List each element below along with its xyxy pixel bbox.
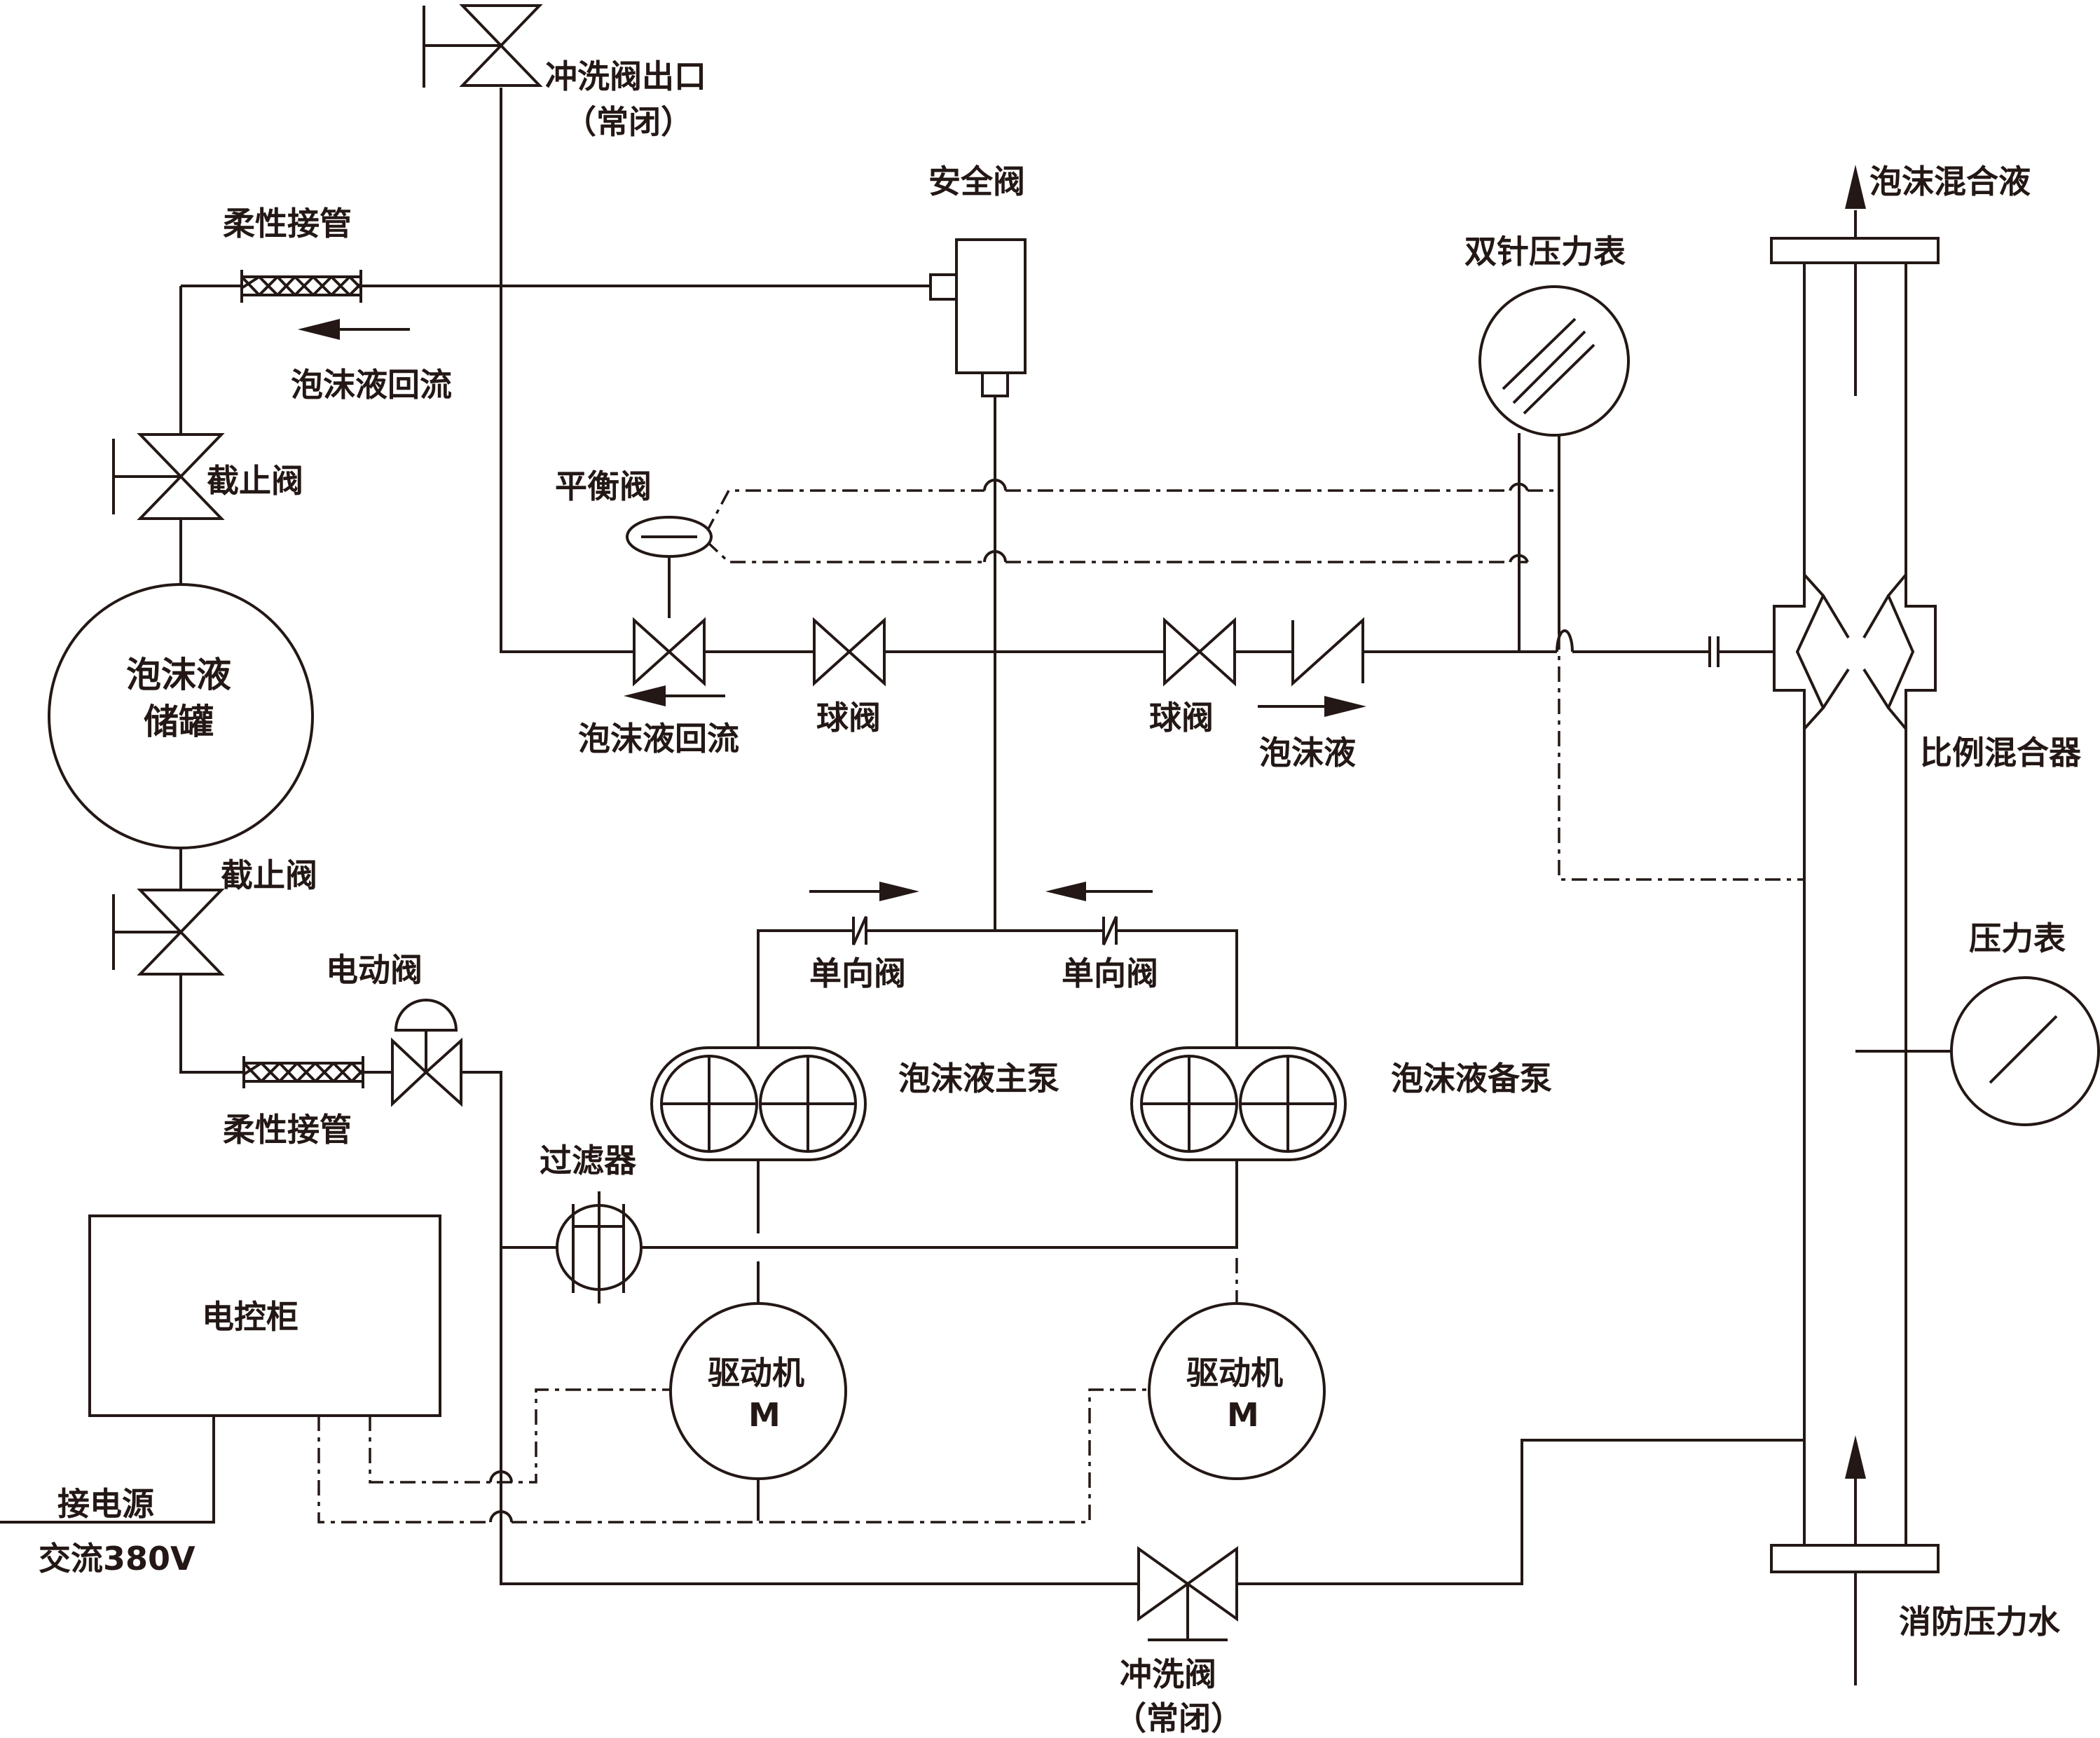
stop-valve-top-label: 截止阀 xyxy=(207,462,303,500)
fire-water-label: 消防压力水 xyxy=(1899,1603,2061,1641)
stop-valve-bottom xyxy=(112,889,225,976)
ball-valve-left xyxy=(813,617,886,687)
foam-return-mid-label: 泡沫液回流 xyxy=(578,720,739,758)
driver-right-label-line1: 驱动机 xyxy=(1186,1354,1283,1392)
flush-outlet-state-label: （常闭） xyxy=(564,103,693,141)
driver-left-label-line2: M xyxy=(748,1396,781,1434)
electric-valve-label: 电动阀 xyxy=(326,951,423,989)
driver-right xyxy=(1148,1302,1326,1480)
filter-label: 过滤器 xyxy=(540,1142,637,1179)
flex-hose-bottom xyxy=(242,1056,364,1088)
stop-valve-bottom-label: 截止阀 xyxy=(221,856,317,894)
dual-needle-gauge xyxy=(1478,285,1630,437)
check-valve-left-label: 单向阀 xyxy=(809,954,906,992)
driver-left-label-line1: 驱动机 xyxy=(708,1354,804,1392)
tank-label-line2: 储罐 xyxy=(144,702,214,742)
stop-valve-top xyxy=(112,433,225,520)
proportioner-label: 比例混合器 xyxy=(1920,734,2082,772)
orifice-flange xyxy=(1708,636,1720,667)
crossovers xyxy=(489,479,1574,1523)
check-valve-right-label: 单向阀 xyxy=(1062,954,1158,992)
safety-valve xyxy=(929,238,1027,397)
driver-right-label-line2: M xyxy=(1227,1396,1259,1434)
main-pump-label: 泡沫液主泵 xyxy=(898,1060,1059,1097)
control-cabinet xyxy=(88,1214,441,1417)
control-cabinet-label: 电控柜 xyxy=(202,1298,298,1336)
driver-left xyxy=(669,1302,847,1480)
foam-return-top-label: 泡沫液回流 xyxy=(291,366,452,404)
proportioner xyxy=(1770,237,1940,1573)
standby-pump-label: 泡沫液备泵 xyxy=(1391,1060,1552,1097)
power-label-line2: 交流380V xyxy=(39,1540,195,1578)
solid-pipes xyxy=(0,88,1951,1585)
power-label-line1: 接电源 xyxy=(57,1485,154,1523)
standby-pump xyxy=(1130,1046,1347,1161)
balance-valve xyxy=(626,516,713,687)
check-valve-right xyxy=(1102,916,1118,945)
flow-arrows xyxy=(298,165,1866,1685)
ball-valve-right xyxy=(1163,617,1236,687)
foam-tank xyxy=(48,583,314,849)
check-valve-main xyxy=(1291,617,1364,687)
check-valve-left xyxy=(852,916,867,945)
flush-outlet-valve xyxy=(423,4,543,88)
flush-valve-state-label: （常闭） xyxy=(1114,1699,1243,1737)
filter xyxy=(556,1191,643,1304)
flush-outlet-label: 冲洗阀出口 xyxy=(545,57,706,95)
balance-valve-label: 平衡阀 xyxy=(555,467,652,505)
pressure-gauge-label: 压力表 xyxy=(1969,919,2066,957)
ball-valve-right-label: 球阀 xyxy=(1149,699,1214,737)
ball-valve-left-label: 球阀 xyxy=(816,699,881,737)
tank-label-line1: 泡沫液 xyxy=(126,655,231,695)
signal-lines xyxy=(317,489,1804,1524)
foam-mix-label: 泡沫混合液 xyxy=(1869,163,2031,200)
main-pump xyxy=(650,1046,867,1161)
labels: 冲洗阀出口 （常闭） 柔性接管 泡沫液回流 安全阀 双针压力表 泡沫混合液 截止… xyxy=(39,57,2082,1737)
safety-valve-label: 安全阀 xyxy=(928,163,1025,200)
flush-valve-label: 冲洗阀 xyxy=(1120,1655,1216,1693)
foam-liquid-label: 泡沫液 xyxy=(1259,734,1356,772)
flex-hose-top-label: 柔性接管 xyxy=(223,205,352,242)
electric-valve xyxy=(391,999,462,1107)
dual-gauge-label: 双针压力表 xyxy=(1464,233,1626,271)
pressure-gauge xyxy=(1950,976,2100,1126)
flex-hose-bottom-label: 柔性接管 xyxy=(223,1111,352,1149)
flex-hose-top xyxy=(240,270,362,303)
flush-valve xyxy=(1137,1546,1238,1641)
